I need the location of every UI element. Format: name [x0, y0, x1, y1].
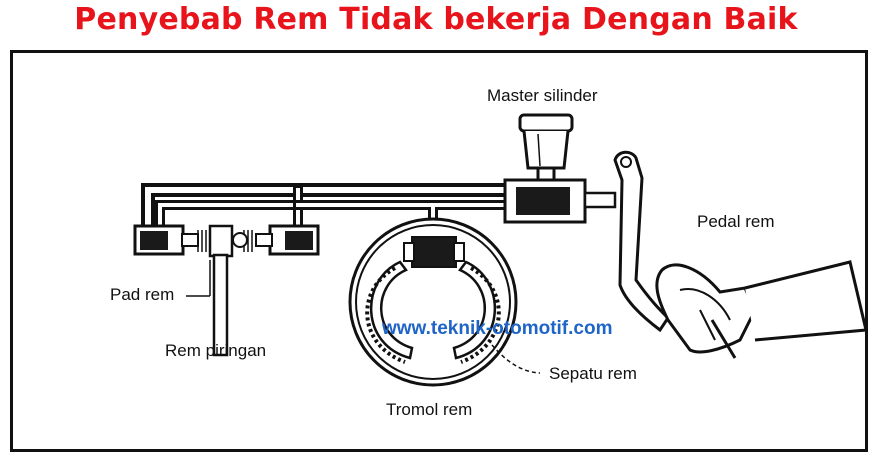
label-brake-shoe: Sepatu rem [549, 364, 637, 383]
page-title: Penyebab Rem Tidak bekerja Dengan Baik [74, 2, 798, 37]
drum-brake [348, 217, 541, 387]
watermark-text: www.teknik-otomotif.com [382, 318, 613, 339]
master-cylinder [503, 113, 617, 224]
label-drum-brake: Tromol rem [386, 400, 473, 419]
disc-brake-caliper [133, 224, 320, 357]
diagram-frame [10, 50, 868, 452]
label-disc-brake: Rem piringan [165, 341, 267, 360]
label-master-cylinder: Master silinder [487, 86, 598, 105]
label-brake-pedal: Pedal rem [697, 212, 775, 231]
brake-pedal [613, 150, 868, 359]
label-brake-pad: Pad rem [110, 285, 175, 304]
